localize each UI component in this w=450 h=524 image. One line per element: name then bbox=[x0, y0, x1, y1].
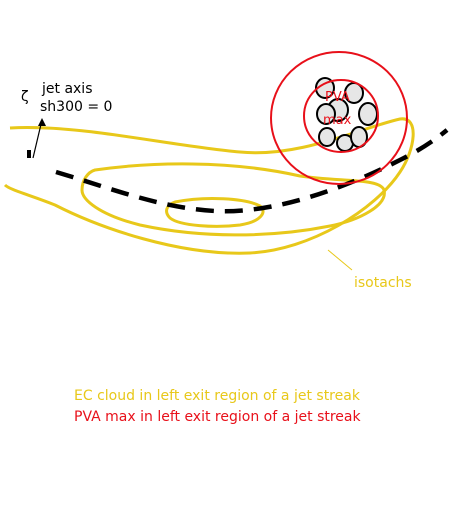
isotachs-leader bbox=[327, 249, 353, 271]
jet-axis-label: jet axis bbox=[41, 81, 93, 97]
jet-axis-pointer bbox=[32, 119, 43, 159]
isotach-outer bbox=[3, 117, 415, 255]
pva-label-line2: max bbox=[323, 113, 352, 128]
cloud-cell bbox=[315, 77, 335, 99]
isotachs-label: isotachs bbox=[354, 275, 412, 291]
ec-cloud-caption: EC cloud in left exit region of a jet st… bbox=[74, 388, 361, 404]
sh300-label: sh300 = 0 bbox=[40, 99, 112, 115]
jet-axis-dashed-line bbox=[55, 128, 449, 214]
pva-label-line1: PVA bbox=[325, 90, 350, 105]
pva-inner-circle bbox=[303, 79, 379, 153]
zeta-label: ζ bbox=[21, 89, 29, 105]
arrow-head-icon bbox=[38, 118, 46, 126]
isotach-inner bbox=[165, 197, 265, 228]
pva-outer-circle bbox=[270, 51, 408, 185]
pva-max-caption: PVA max in left exit region of a jet str… bbox=[74, 409, 361, 425]
cloud-cell bbox=[318, 127, 336, 147]
cloud-cell bbox=[358, 102, 378, 126]
cloud-cell bbox=[316, 103, 336, 125]
isotach-middle bbox=[80, 162, 386, 237]
